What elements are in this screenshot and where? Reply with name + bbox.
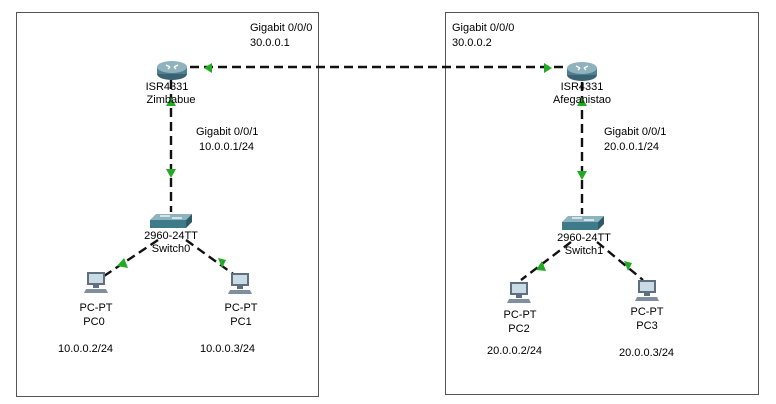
left-lan-ip: 10.0.0.1/24 (199, 141, 255, 153)
link-up-indicator (218, 258, 226, 268)
pc1-name: PC1 (230, 316, 252, 328)
link-up-indicator (536, 261, 546, 271)
pc-icon (84, 272, 108, 293)
pc-icon (635, 280, 659, 301)
switch1-pc2-cable[interactable] (520, 241, 572, 281)
left-site-area (16, 12, 319, 397)
router-icon (567, 62, 597, 81)
link-up-indicator (577, 97, 587, 106)
wan-right-interface: Gigabit 0/0/0 (452, 22, 515, 34)
router-zimbabue-name: Zimbabue (146, 94, 196, 106)
pc1-model: PC-PT (224, 302, 258, 314)
router-zimbabue-model: ISR4331 (145, 81, 189, 93)
pc2-name: PC2 (508, 323, 530, 335)
right-lan-interface: Gigabit 0/0/1 (604, 126, 667, 138)
link-up-indicator (117, 258, 128, 268)
pc2-ip: 20.0.0.2/24 (487, 345, 543, 357)
switch1-pc3-cable[interactable] (596, 241, 644, 281)
wan-left-ip: 30.0.0.1 (250, 37, 290, 49)
switch0-name: Switch0 (151, 243, 191, 255)
wan-left-interface: Gigabit 0/0/0 (250, 22, 313, 34)
pc2[interactable] (507, 280, 531, 304)
router-icon (157, 61, 187, 80)
link-up-indicator (166, 97, 176, 106)
pc3-ip: 20.0.0.3/24 (619, 347, 675, 359)
pc0-model: PC-PT (79, 302, 113, 314)
pc2-model: PC-PT (503, 309, 537, 321)
switch1-name: Switch1 (564, 245, 604, 257)
switch1-model: 2960-24TT (557, 232, 611, 244)
right-lan-ip: 20.0.0.1/24 (604, 141, 660, 153)
link-up-indicator (166, 169, 176, 178)
right-site-area (445, 12, 759, 395)
router-afeganistao-model: ISR4331 (560, 81, 604, 93)
switch1[interactable] (562, 212, 604, 232)
switch0[interactable] (150, 210, 192, 230)
switch-icon (562, 216, 604, 230)
left-lan-interface: Gigabit 0/0/1 (196, 126, 259, 138)
pc1[interactable] (228, 271, 252, 295)
switch0-model: 2960-24TT (144, 230, 198, 242)
link-up-indicator (577, 171, 587, 180)
switch0-pc0-cable[interactable] (103, 239, 159, 277)
router-zimbabue[interactable] (156, 56, 188, 82)
switch-icon (150, 214, 192, 228)
router-afeganistao-name: Afeganistao (552, 94, 612, 106)
wan-right-ip: 30.0.0.2 (452, 37, 492, 49)
pc0-name: PC0 (83, 316, 105, 328)
switch0-pc1-cable[interactable] (185, 239, 237, 277)
pc-icon (228, 273, 252, 294)
pc0[interactable] (84, 270, 108, 294)
pc-icon (507, 282, 531, 303)
router-afeganistao[interactable] (566, 57, 598, 83)
link-up-indicator (624, 261, 632, 271)
pc0-ip: 10.0.0.2/24 (58, 343, 114, 355)
link-up-indicator (544, 63, 552, 73)
pc3-name: PC3 (636, 320, 658, 332)
link-up-indicator (204, 63, 212, 73)
pc3[interactable] (635, 278, 659, 302)
pc1-ip: 10.0.0.3/24 (200, 343, 256, 355)
pc3-model: PC-PT (630, 306, 664, 318)
